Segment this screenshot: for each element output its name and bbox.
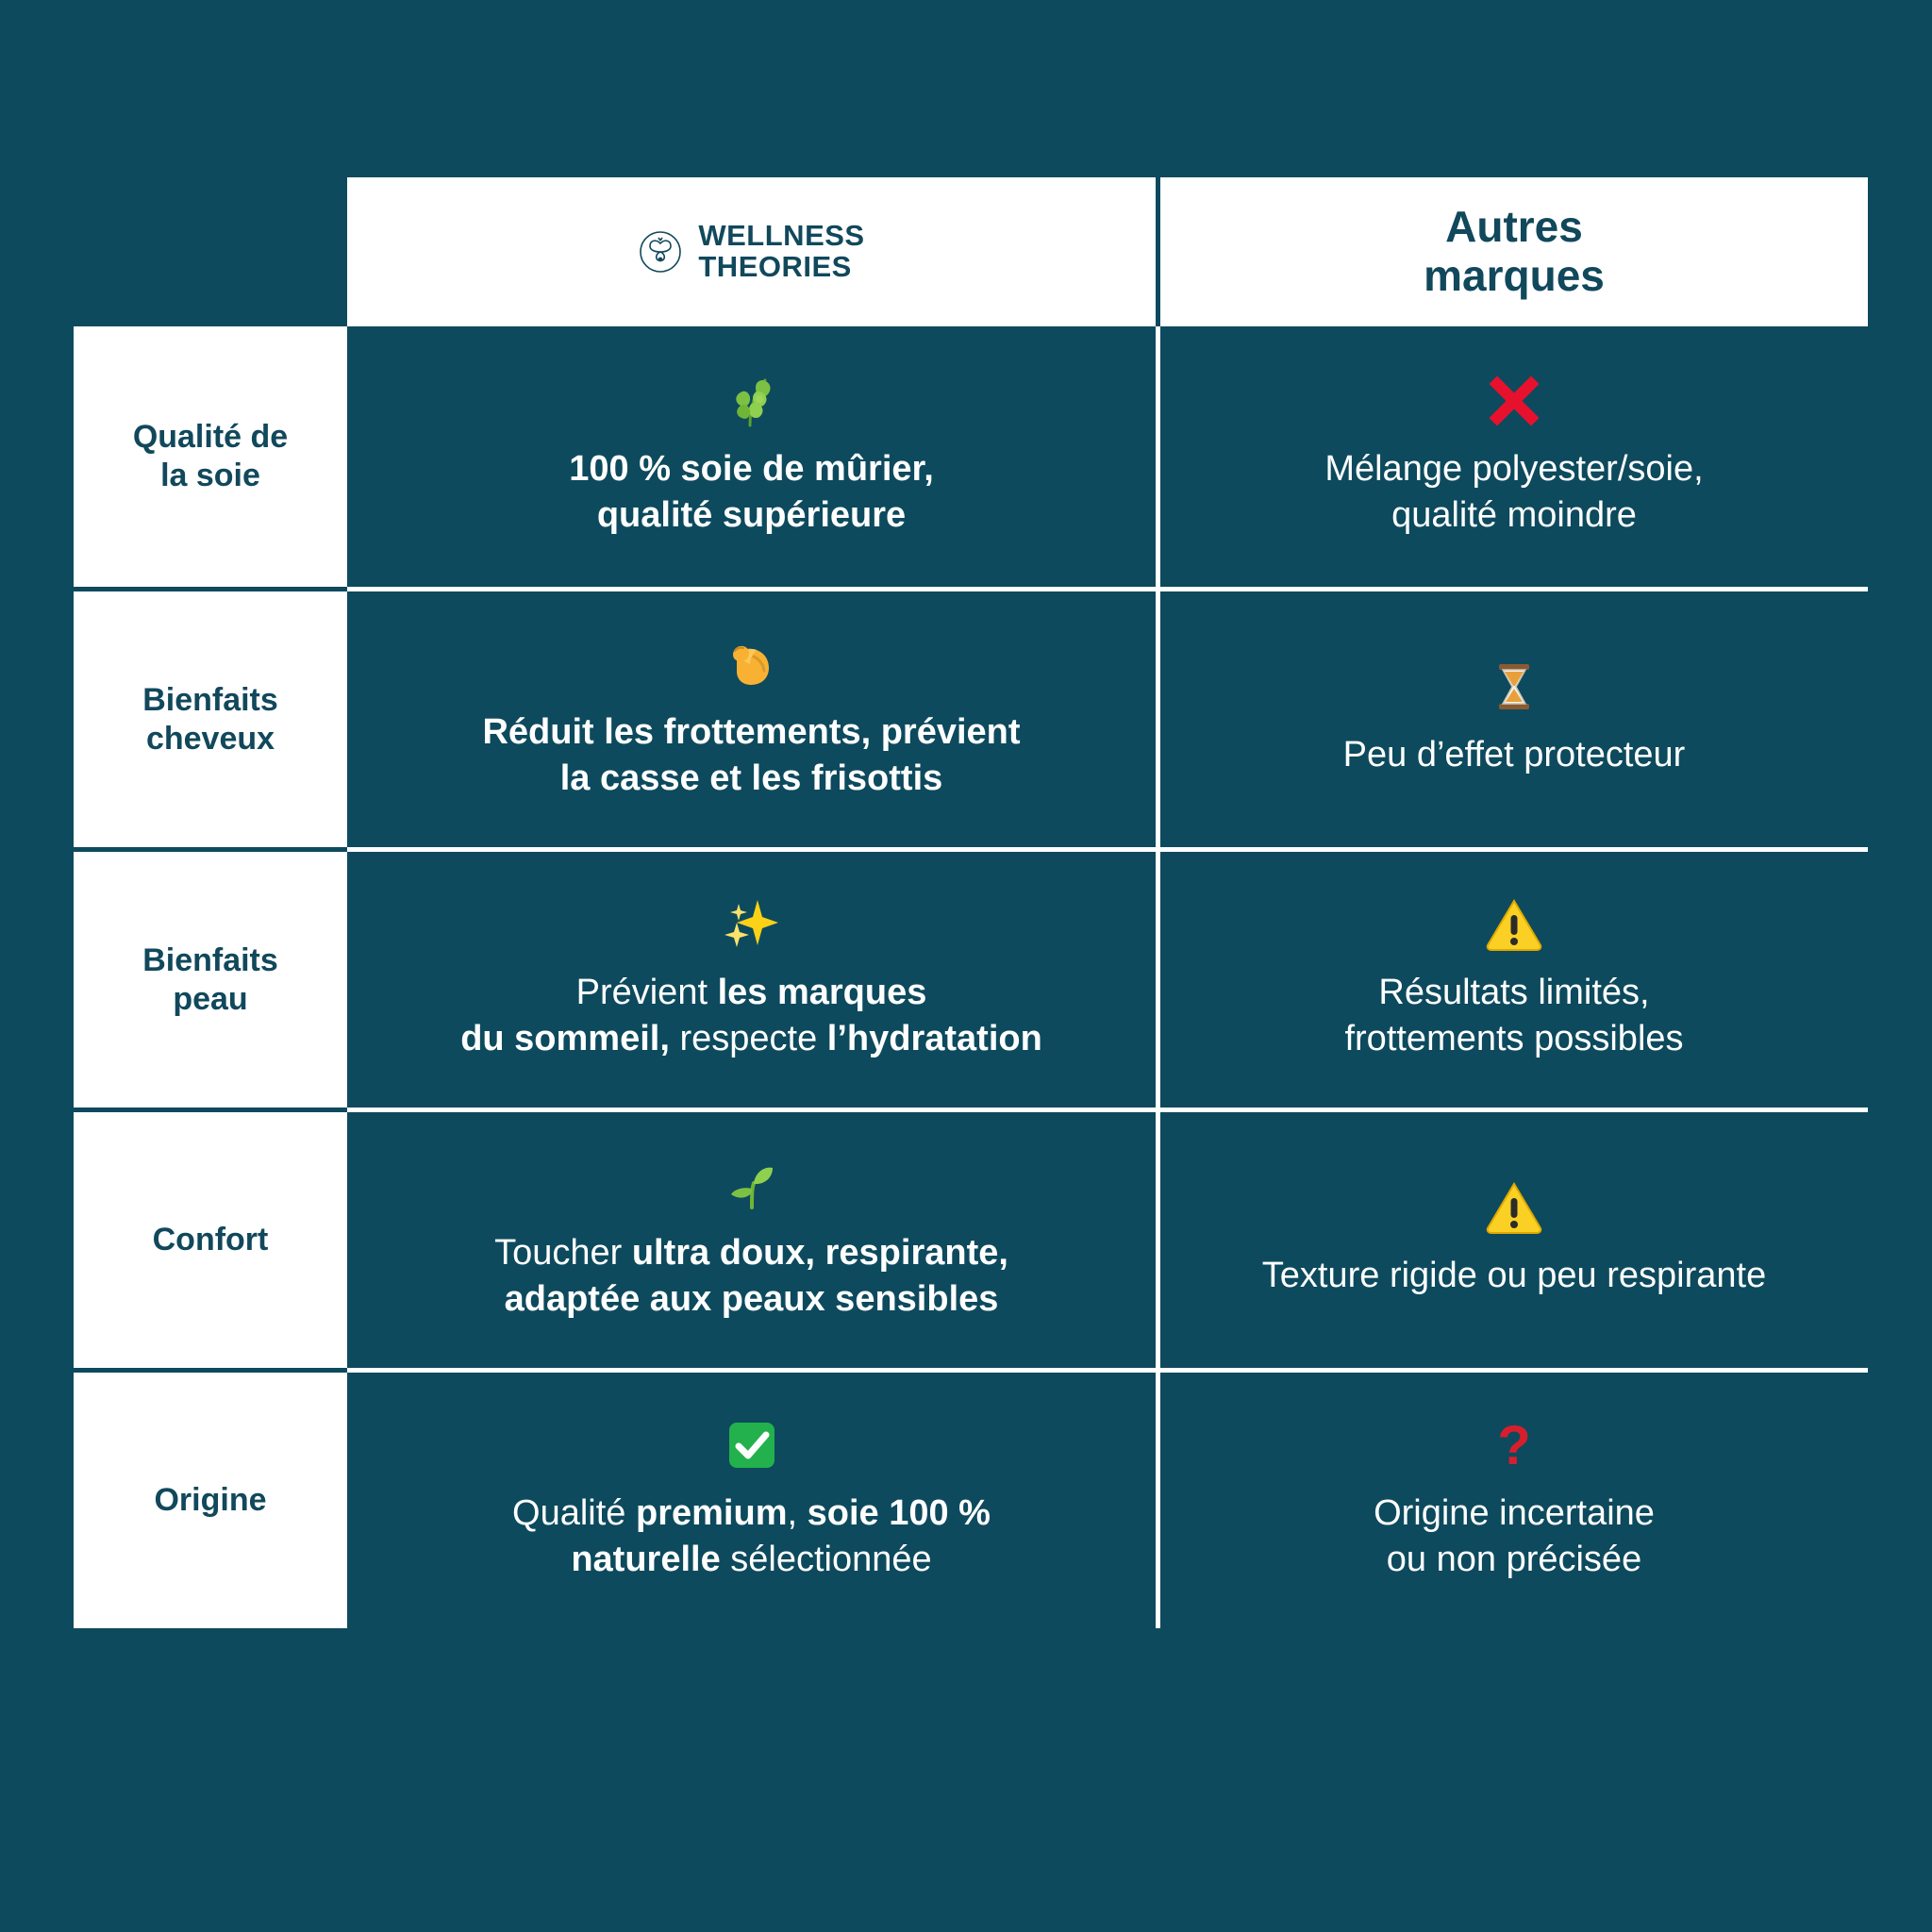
own-text-line2: adaptée aux peaux sensibles — [504, 1278, 999, 1319]
row-other-brand-cell: ? Origine incertaine ou non précisée — [1160, 1368, 1868, 1628]
row-own-brand-text: Réduit les frottements, prévient la cass… — [482, 709, 1020, 801]
other-text-line1: Peu d’effet protecteur — [1342, 735, 1686, 775]
other-text-line1: Texture rigide ou peu respirante — [1261, 1256, 1767, 1296]
herb-emoji — [722, 371, 782, 431]
row-other-brand-cell: Résultats limités, frottements possibles — [1160, 847, 1868, 1108]
own-text-line1: 100 % soie de mûrier, — [569, 449, 934, 490]
check-mark-button-emoji — [722, 1415, 782, 1475]
row-label-line1: Origine — [154, 1482, 267, 1519]
row-other-brand-cell: Mélange polyester/soie, qualité moindre — [1160, 326, 1868, 587]
row-own-brand-cell: 100 % soie de mûrier, qualité supérieure — [347, 326, 1160, 587]
svg-text:?: ? — [1497, 1415, 1530, 1475]
other-text-line2: qualité moindre — [1391, 495, 1637, 535]
bee-in-circle-icon — [638, 229, 683, 275]
sparkles-emoji — [722, 894, 782, 955]
own-text-line1: Réduit les frottements, prévient — [482, 711, 1021, 752]
own-text-line1: Prévient les marques — [575, 972, 927, 1012]
flexed-biceps-emoji — [722, 634, 782, 694]
row-other-brand-text: Peu d’effet protecteur — [1343, 732, 1686, 778]
red-question-mark-emoji: ? — [1484, 1415, 1544, 1475]
row-label-line1: Confort — [152, 1222, 269, 1258]
row-label-cell: Qualité de la soie — [74, 326, 347, 587]
warning-emoji — [1484, 1177, 1544, 1238]
row-own-brand-cell: Réduit les frottements, prévient la cass… — [347, 587, 1160, 847]
row-own-brand-text: Toucher ultra doux, respirante, adaptée … — [494, 1230, 1008, 1322]
row-label-line1: Bienfaits — [142, 941, 278, 978]
seedling-emoji — [722, 1155, 782, 1215]
row-other-brand-text: Mélange polyester/soie, qualité moindre — [1324, 446, 1703, 538]
row-own-brand-cell: Prévient les marques du sommeil, respect… — [347, 847, 1160, 1108]
row-own-brand-text: 100 % soie de mûrier, qualité supérieure — [569, 446, 934, 538]
row-own-brand-text: Prévient les marques du sommeil, respect… — [460, 970, 1042, 1061]
own-text-line2: qualité supérieure — [596, 495, 907, 535]
comparison-table: WELLNESS THEORIES Autres marques Qualité… — [74, 177, 1868, 1628]
row-own-brand-cell: Toucher ultra doux, respirante, adaptée … — [347, 1108, 1160, 1368]
own-text-line1: Toucher ultra doux, respirante, — [494, 1232, 1008, 1273]
header-brand-cell: WELLNESS THEORIES — [347, 177, 1160, 326]
brand-name-line2: THEORIES — [698, 250, 852, 283]
cross-mark-emoji — [1484, 371, 1544, 431]
row-other-brand-text: Origine incertaine ou non précisée — [1374, 1491, 1655, 1582]
row-label-cell: Confort — [74, 1108, 347, 1368]
row-label-cell: Origine — [74, 1368, 347, 1628]
row-label-line1: Qualité de — [132, 419, 289, 456]
own-text-line2: naturelle sélectionnée — [571, 1539, 932, 1579]
warning-emoji — [1484, 894, 1544, 955]
row-own-brand-text: Qualité premium, soie 100 % naturelle sé… — [512, 1491, 991, 1582]
other-text-line2: ou non précisée — [1386, 1539, 1642, 1579]
row-label-line1: Bienfaits — [142, 681, 278, 718]
hourglass-emoji — [1484, 657, 1544, 717]
other-text-line1: Mélange polyester/soie, — [1324, 449, 1704, 490]
own-text-line2: du sommeil, respecte l’hydratation — [460, 1018, 1042, 1058]
row-other-brand-cell: Peu d’effet protecteur — [1160, 587, 1868, 847]
row-label-line2: la soie — [160, 458, 260, 493]
other-brands-line1: Autres — [1445, 202, 1583, 252]
row-other-brand-text: Résultats limités, frottements possibles — [1344, 970, 1683, 1061]
other-text-line1: Résultats limités, — [1378, 972, 1650, 1012]
row-label-line2: cheveux — [145, 720, 275, 757]
other-brands-line2: marques — [1424, 251, 1605, 300]
row-other-brand-cell: Texture rigide ou peu respirante — [1160, 1108, 1868, 1368]
header-other-brands-cell: Autres marques — [1160, 177, 1868, 326]
own-text-line2: la casse et les frisottis — [559, 758, 943, 798]
row-own-brand-cell: Qualité premium, soie 100 % naturelle sé… — [347, 1368, 1160, 1628]
row-label-line2: peau — [173, 980, 248, 1017]
header-spacer-cell — [74, 177, 347, 326]
row-other-brand-text: Texture rigide ou peu respirante — [1262, 1253, 1766, 1299]
other-text-line2: frottements possibles — [1344, 1018, 1684, 1058]
row-label-cell: Bienfaits cheveux — [74, 587, 347, 847]
own-text-line1: Qualité premium, soie 100 % — [512, 1492, 991, 1533]
brand-name-line1: WELLNESS — [698, 219, 865, 253]
row-label-cell: Bienfaits peau — [74, 847, 347, 1108]
other-text-line1: Origine incertaine — [1374, 1492, 1655, 1533]
